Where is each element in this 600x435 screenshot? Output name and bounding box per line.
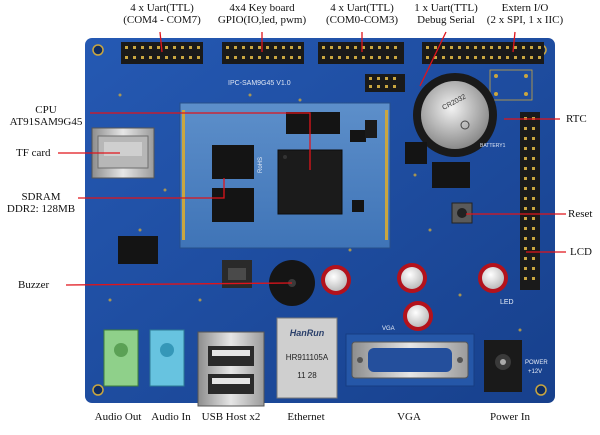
- label-ethernet: Ethernet: [287, 411, 325, 423]
- ethernet-date: 11 28: [297, 371, 317, 380]
- reset-button-part: [451, 202, 473, 224]
- label-buzzer: Buzzer: [18, 279, 50, 291]
- vga-port: [345, 333, 475, 387]
- callout-line-extern: [512, 31, 516, 53]
- label-keyboard-line2: GPIO(IO,led, pwm): [217, 14, 307, 26]
- label-uart-com0-3-line1: 4 x Uart(TTL): [330, 2, 394, 14]
- led-marking: LED: [500, 299, 514, 306]
- label-sdram-line2: DDR2: 128MB: [6, 203, 76, 215]
- ethernet-part: HR911105A: [286, 353, 329, 362]
- rohs-marking: RoHS: [258, 157, 264, 173]
- lcd-header: [520, 112, 540, 290]
- extern-io-area: [489, 69, 533, 101]
- callout-lines: [58, 31, 566, 286]
- label-tf-card: TF card: [16, 147, 51, 159]
- ethernet-brand: HanRun: [290, 328, 325, 338]
- label-uart-com4-7: 4 x Uart(TTL) (COM4 - COM7): [120, 2, 204, 26]
- label-power-in: Power In: [489, 411, 531, 423]
- keyboard-gpio-header: [222, 42, 304, 64]
- nand-chip: [286, 112, 340, 134]
- power-marking-1: POWER: [525, 360, 548, 366]
- rtc-battery: CR2032: [413, 73, 497, 157]
- label-audio-in: Audio In: [151, 411, 191, 423]
- label-keyboard-line1: 4x4 Key board: [229, 2, 295, 14]
- power-marking-2: +12V: [528, 369, 542, 375]
- label-extern-io-line1: Extern I/O: [501, 2, 549, 14]
- ethernet-port: HanRun HR911105A 11 28: [276, 317, 338, 399]
- label-debug-serial: 1 x Uart(TTL) Debug Serial: [408, 2, 484, 26]
- label-extern-io-line2: (2 x SPI, 1 x IIC): [486, 14, 564, 26]
- debug-serial-header: [365, 74, 405, 92]
- label-reset: Reset: [568, 208, 593, 220]
- debug-serial-chip: [432, 162, 470, 188]
- label-uart-com4-7-line2: (COM4 - COM7): [123, 14, 201, 26]
- left-ic: [118, 236, 158, 264]
- battery-marking: BATTERY1: [480, 143, 506, 149]
- label-uart-com4-7-line1: 4 x Uart(TTL): [130, 2, 194, 14]
- label-cpu-line1: CPU: [35, 104, 57, 116]
- label-extern-io: Extern I/O (2 x SPI, 1 x IIC): [484, 2, 566, 26]
- label-uart-com0-3-line2: (COM0-COM3): [325, 14, 399, 26]
- label-keyboard: 4x4 Key board GPIO(IO,led, pwm): [212, 2, 312, 26]
- capacitors: [321, 263, 508, 331]
- core-module: RoHS: [179, 102, 391, 249]
- silkscreen-title: IPC-SAM9G45 V1.0: [228, 80, 291, 87]
- label-rtc: RTC: [566, 113, 587, 125]
- callout-line-debug: [419, 31, 447, 87]
- audio-in-jack: [149, 329, 185, 387]
- uart-com0-3-header: [318, 42, 404, 64]
- audio-out-jack: [103, 329, 139, 387]
- callout-line-sdram: [78, 178, 225, 199]
- label-usb-host: USB Host x2: [201, 411, 261, 423]
- label-sdram: SDRAM DDR2: 128MB: [0, 191, 82, 215]
- callout-line-uart-a: [159, 31, 163, 53]
- label-uart-com0-3: 4 x Uart(TTL) (COM0-COM3): [318, 2, 406, 26]
- uart-com4-7-header: [121, 42, 203, 64]
- label-debug-serial-line2: Debug Serial: [417, 14, 475, 26]
- ddr2-chip-2: [212, 188, 254, 222]
- ddr2-chip-1: [212, 145, 254, 179]
- callout-line-buzzer: [65, 282, 293, 286]
- label-cpu-line2: AT91SAM9G45: [9, 116, 83, 128]
- jumper: [365, 120, 377, 138]
- label-sdram-line1: SDRAM: [21, 191, 61, 203]
- vga-marking: VGA: [382, 326, 395, 332]
- usb-host-port: [197, 331, 265, 407]
- label-cpu: CPU AT91SAM9G45: [0, 104, 92, 128]
- label-lcd: LCD: [570, 246, 592, 258]
- power-jack: [484, 340, 522, 392]
- label-audio-out: Audio Out: [94, 411, 142, 423]
- callout-line-cpu: [90, 112, 311, 170]
- label-vga: VGA: [397, 411, 421, 423]
- label-debug-serial-line1: 1 x Uart(TTL): [414, 2, 478, 14]
- small-ic-right: [405, 142, 427, 164]
